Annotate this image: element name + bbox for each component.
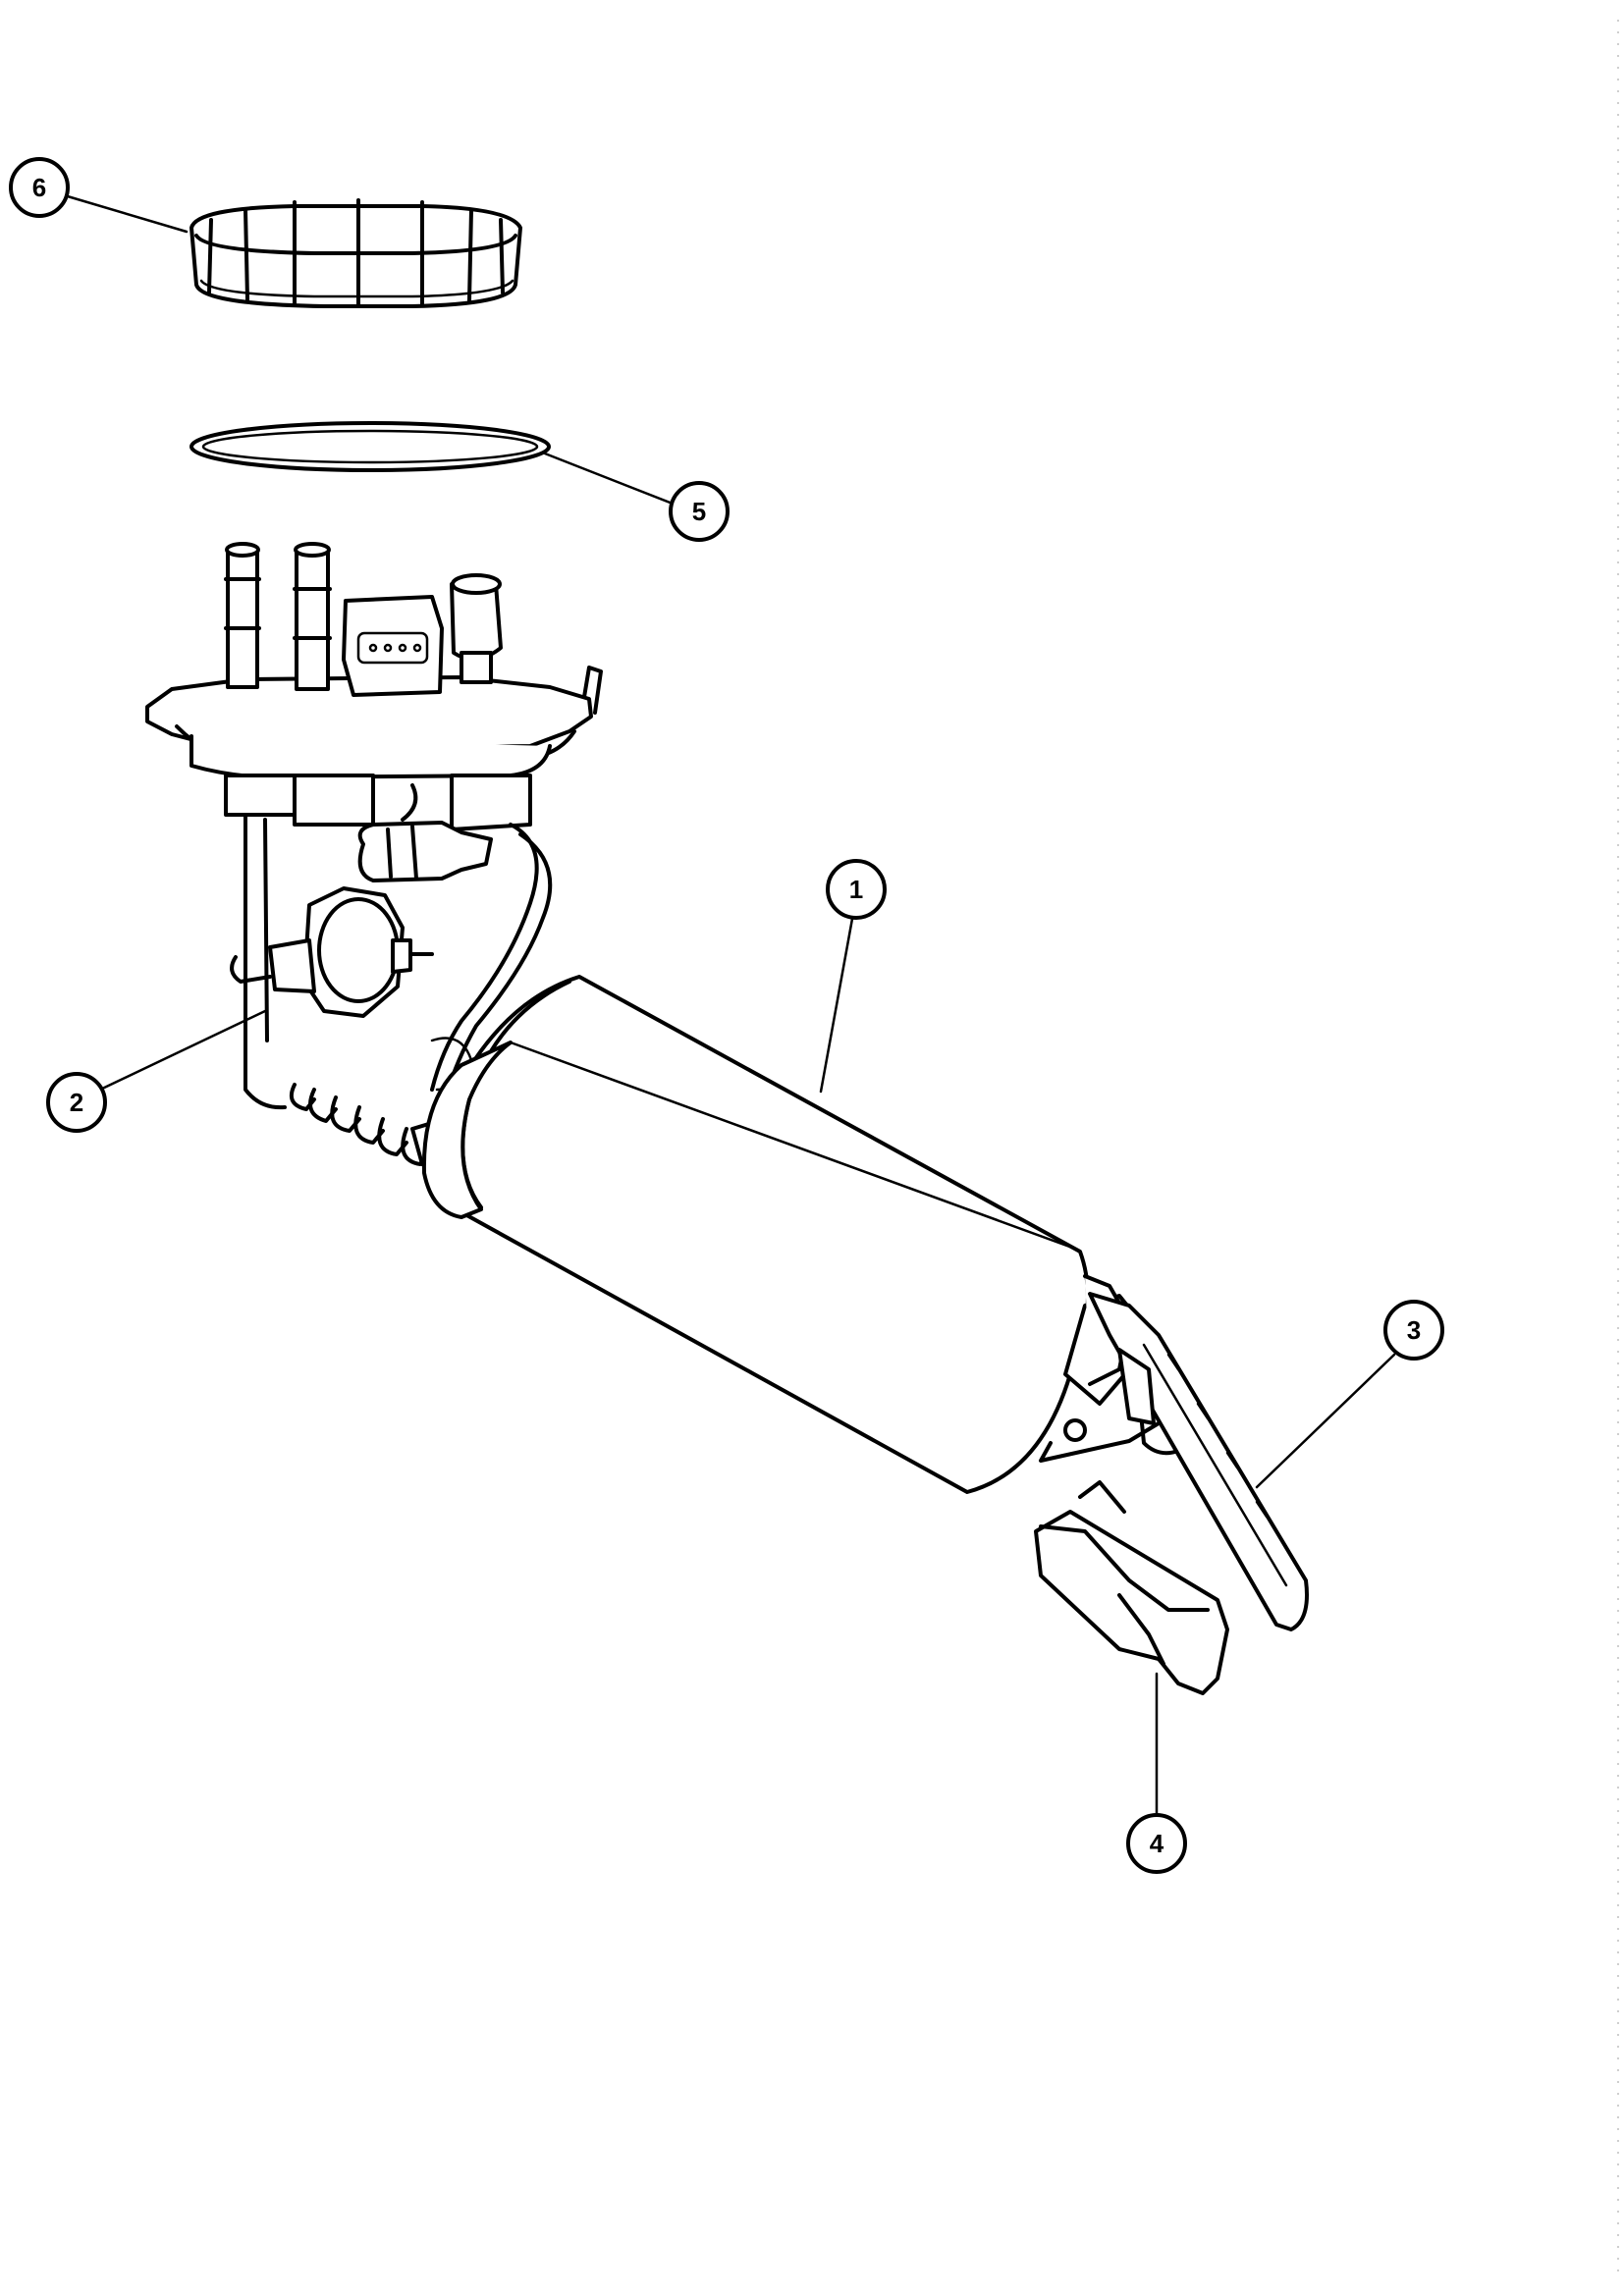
- lock-ring: [189, 198, 522, 308]
- callout-3-label: 3: [1407, 1315, 1421, 1345]
- module-flange: [145, 542, 603, 779]
- callout-2: 2: [46, 1009, 267, 1133]
- callout-6-label: 6: [32, 173, 46, 202]
- callout-1-label: 1: [849, 875, 863, 904]
- callout-4-label: 4: [1150, 1829, 1164, 1858]
- callout-6: 6: [9, 157, 189, 234]
- callout-2-label: 2: [70, 1088, 83, 1117]
- callout-5-label: 5: [692, 497, 706, 526]
- callout-5: 5: [543, 452, 730, 542]
- fuel-level-sender-arm: [1088, 1292, 1309, 1631]
- inlet-strainer: [1034, 1480, 1229, 1695]
- pressure-regulator: [230, 886, 434, 1018]
- fuel-pump-cylinder: [421, 975, 1090, 1494]
- callout-4: 4: [1126, 1672, 1187, 1874]
- gasket-seal-ring: [189, 421, 551, 472]
- callout-3: 3: [1255, 1300, 1444, 1489]
- module-reservoir-body: [224, 774, 553, 1110]
- callout-1: 1: [819, 859, 887, 1094]
